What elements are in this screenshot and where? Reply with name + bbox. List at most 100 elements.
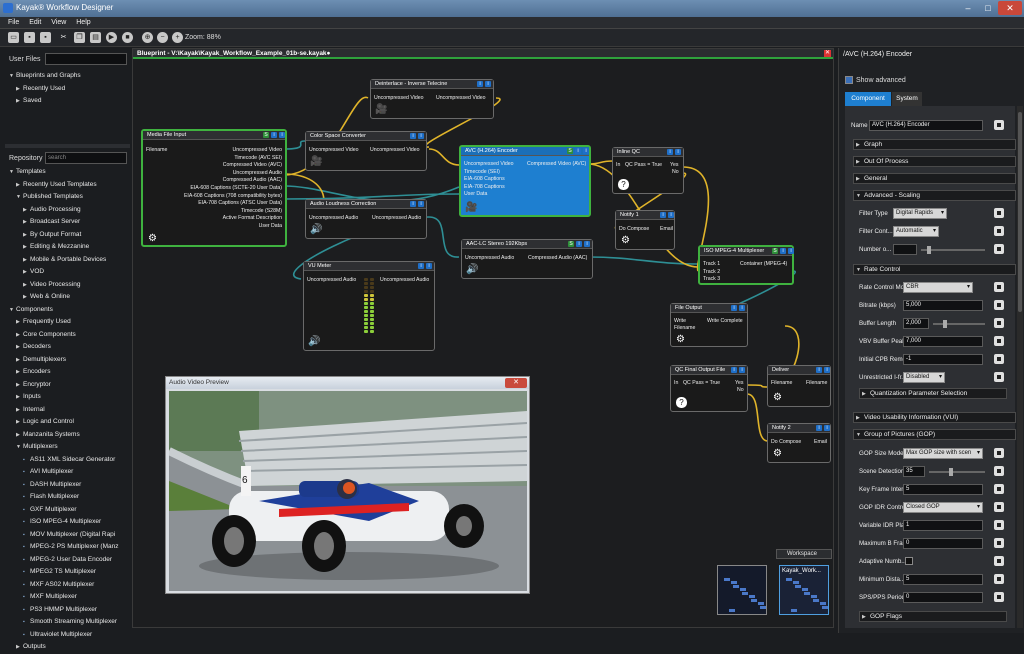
info-icon[interactable]: i [418, 133, 424, 139]
scene-detection-field[interactable]: 35 [903, 466, 925, 477]
port[interactable]: Uncompressed Audio [232, 169, 282, 176]
gop-size-mode-button[interactable] [994, 448, 1004, 458]
component-icon[interactable]: ▪ [23, 556, 25, 563]
buffer-length-slider[interactable] [933, 320, 985, 328]
tab-system[interactable]: System [892, 92, 922, 106]
info-icon[interactable]: i [477, 81, 483, 87]
port[interactable]: Compressed Audio (AAC) [222, 177, 282, 184]
info-icon[interactable]: i [485, 81, 491, 87]
expand-icon[interactable]: ▶ [23, 206, 27, 213]
menu-help[interactable]: Help [76, 19, 91, 26]
maximize-button[interactable]: □ [985, 3, 991, 13]
expand-icon[interactable]: ▶ [16, 98, 20, 104]
section-gop-flags[interactable]: ▶GOP Flags [859, 611, 1007, 622]
tree-item[interactable]: ▶Logic and Control [9, 416, 119, 429]
sps-pps-field[interactable]: 0 [903, 592, 983, 603]
port-out[interactable]: Uncompressed Video [370, 147, 420, 153]
play-icon[interactable]: ▶ [106, 32, 117, 43]
expand-icon[interactable]: ▶ [16, 406, 20, 413]
section-out-of-process[interactable]: ▶Out Of Process [853, 156, 1016, 167]
port[interactable]: Compressed Video (AVC) [222, 162, 282, 169]
expand-icon[interactable]: ▶ [16, 431, 20, 438]
expand-icon[interactable]: ▶ [16, 319, 20, 325]
port[interactable]: Timecode (SEI) [464, 168, 500, 175]
expand-icon[interactable]: ▶ [16, 331, 20, 338]
tree-item[interactable]: ▶Internal [9, 404, 119, 417]
port[interactable]: EIA-608 Captions (SCTE-20 User Data) [190, 185, 282, 191]
info-icon[interactable]: i [788, 248, 794, 254]
workspace-panel-header[interactable]: Workspace [776, 549, 832, 559]
number-o-button[interactable] [994, 244, 1004, 254]
min-dist-field[interactable]: 5 [903, 574, 983, 585]
expand-icon[interactable]: ▶ [23, 256, 27, 263]
tree-item[interactable]: ▪MPEG-2 PS Multiplexer (Manz [9, 541, 119, 554]
tree-item[interactable]: ▶Outputs [9, 641, 119, 654]
info-icon[interactable]: i [426, 263, 432, 269]
collapse-icon[interactable]: ▼ [9, 169, 14, 175]
unrestricted-button[interactable] [994, 372, 1004, 382]
filter-type-select[interactable]: Digital Rapids [893, 208, 947, 219]
rc-mode-select[interactable]: CBR [903, 282, 973, 293]
component-icon[interactable]: ▪ [23, 606, 25, 613]
info-icon[interactable]: i [780, 248, 786, 254]
info-icon[interactable]: i [583, 148, 589, 154]
rc-mode-button[interactable] [994, 282, 1004, 292]
close-icon[interactable]: ✕ [505, 378, 527, 388]
scene-detection-button[interactable] [994, 466, 1004, 476]
tree-item[interactable]: ▪DASH Multiplexer [9, 479, 119, 492]
paste-icon[interactable]: ▤ [90, 32, 101, 43]
info-icon[interactable]: i [675, 149, 681, 155]
tree-item[interactable]: ▪Ultraviolet Multiplexer [9, 629, 119, 642]
expand-icon[interactable]: ▶ [23, 294, 27, 300]
number-o-slider[interactable] [921, 246, 985, 254]
tree-item[interactable]: ▼Blueprints and Graphs [9, 70, 81, 83]
info-icon[interactable]: i [667, 149, 673, 155]
collapse-icon[interactable]: ▼ [16, 194, 21, 200]
tree-item[interactable]: ▶Recently Used [9, 83, 81, 96]
max-b-field[interactable]: 0 [903, 538, 983, 549]
expand-icon[interactable]: ▶ [16, 644, 20, 650]
port-yes[interactable]: Yes [670, 162, 679, 168]
key-frame-field[interactable]: 5 [903, 484, 983, 495]
info-icon[interactable]: i [824, 425, 830, 431]
scene-detection-slider[interactable] [929, 468, 985, 476]
info-icon[interactable]: i [660, 212, 666, 218]
section-qp-selection[interactable]: ▶Quantization Parameter Selection [859, 388, 1007, 399]
info-icon[interactable]: i [739, 305, 745, 311]
port[interactable]: EIA-708 Captions [464, 183, 505, 190]
close-button[interactable]: ✕ [998, 1, 1022, 15]
info-icon[interactable]: i [418, 263, 424, 269]
expand-icon[interactable]: ▶ [16, 419, 20, 425]
port-in[interactable]: Uncompressed Audio [309, 215, 359, 221]
port-no[interactable]: No [737, 387, 744, 393]
buffer-length-field[interactable]: 2,000 [903, 318, 929, 329]
info-icon[interactable]: i [279, 132, 285, 138]
expand-icon[interactable]: ▶ [16, 369, 20, 375]
cut-icon[interactable]: ✂ [60, 34, 67, 41]
expand-icon[interactable]: ▶ [23, 281, 27, 288]
port-no[interactable]: No [672, 169, 679, 175]
section-rate-control[interactable]: ▼Rate Control [853, 264, 1016, 275]
expand-icon[interactable]: ▶ [16, 356, 20, 363]
port[interactable]: EIA-608 Captions [464, 176, 505, 183]
tree-item[interactable]: ▶Video Processing [9, 279, 119, 292]
tree-item[interactable]: ▶VOD [9, 266, 119, 279]
port[interactable]: Timecode (AVC SEI) [234, 154, 282, 161]
number-o-field[interactable] [893, 244, 917, 255]
port[interactable]: Track 3 [703, 276, 721, 283]
component-icon[interactable]: ▪ [23, 456, 25, 463]
collapse-icon[interactable]: ▼ [9, 306, 14, 313]
node-notify-1[interactable]: Notify 1 i i Do Compose Email ⚙ [615, 210, 675, 250]
section-general[interactable]: ▶General [853, 173, 1016, 184]
tree-item[interactable]: ▶Manzanita Systems [9, 429, 119, 442]
node-deliver[interactable]: Deliver i i Filename Filename ⚙ [767, 365, 831, 407]
filter-type-button[interactable] [994, 208, 1004, 218]
info-icon[interactable]: i [816, 367, 822, 373]
tree-item[interactable]: ▪MXF Multiplexer [9, 591, 119, 604]
gop-idr-select[interactable]: Closed GOP [903, 502, 983, 513]
gop-size-mode-select[interactable]: Max GOP size with scen [903, 448, 983, 459]
blueprint-tab[interactable]: Blueprint - V:\Kayak\Kayak_Workflow_Exam… [133, 49, 833, 59]
expand-icon[interactable]: ▶ [16, 381, 20, 388]
tree-item[interactable]: ▶Demultiplexers [9, 354, 119, 367]
